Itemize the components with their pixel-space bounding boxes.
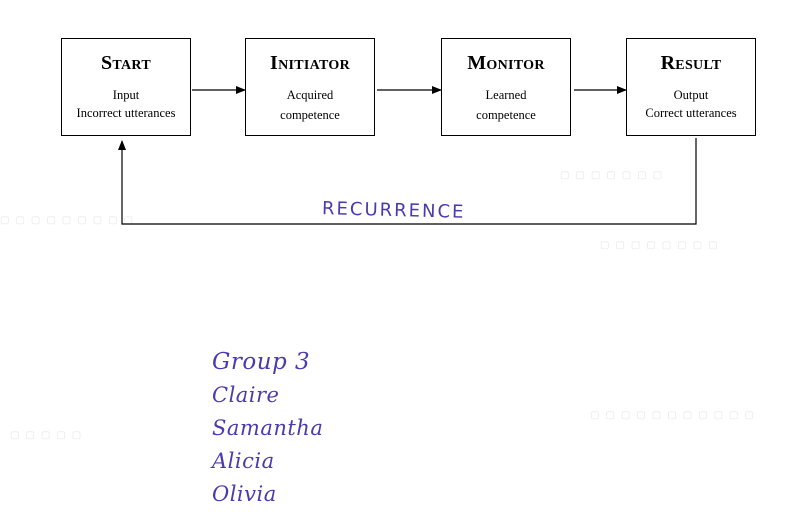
node-monitor: Monitor Learned competence [441, 38, 571, 136]
node-title: Result [660, 52, 722, 74]
node-line: Correct utterances [645, 106, 737, 120]
node-initiator: Initiator Acquired competence [245, 38, 375, 136]
bleed-through-text: ▢▢▢▢▢ [10, 430, 88, 441]
node-line: Output [673, 88, 709, 102]
node-title: Initiator [270, 52, 350, 74]
member-name: Samantha [212, 416, 324, 440]
node-start: Start Input Incorrect utterances [61, 38, 191, 136]
bleed-through-text: ▢▢▢▢▢▢▢ [560, 170, 669, 181]
node-line: competence [280, 108, 340, 122]
bleed-through-text: ▢▢▢▢▢▢▢▢▢ [0, 215, 140, 226]
group-member-list: Group 3 Claire Samantha Alicia Olivia [212, 346, 323, 511]
node-title: Monitor [467, 52, 545, 74]
node-line: Incorrect utterances [76, 106, 176, 120]
arrow-recurrence-loop [118, 138, 697, 225]
node-result: Result Output Correct utterances [626, 38, 756, 136]
node-title: Start [101, 52, 151, 74]
node-line: Acquired [286, 88, 334, 102]
node-line: Learned [485, 88, 527, 102]
bleed-through-text: ▢▢▢▢▢▢▢▢ [600, 240, 724, 251]
member-name: Alicia [212, 449, 275, 473]
node-line: Input [112, 88, 140, 102]
bleed-through-text: ▢▢▢▢▢▢▢▢▢▢▢ [590, 410, 760, 421]
member-name: Claire [212, 383, 280, 407]
group-title: Group 3 [212, 349, 311, 375]
member-name: Olivia [212, 482, 277, 506]
node-line: competence [476, 108, 536, 122]
recurrence-label: RECURRENCE [321, 198, 466, 223]
